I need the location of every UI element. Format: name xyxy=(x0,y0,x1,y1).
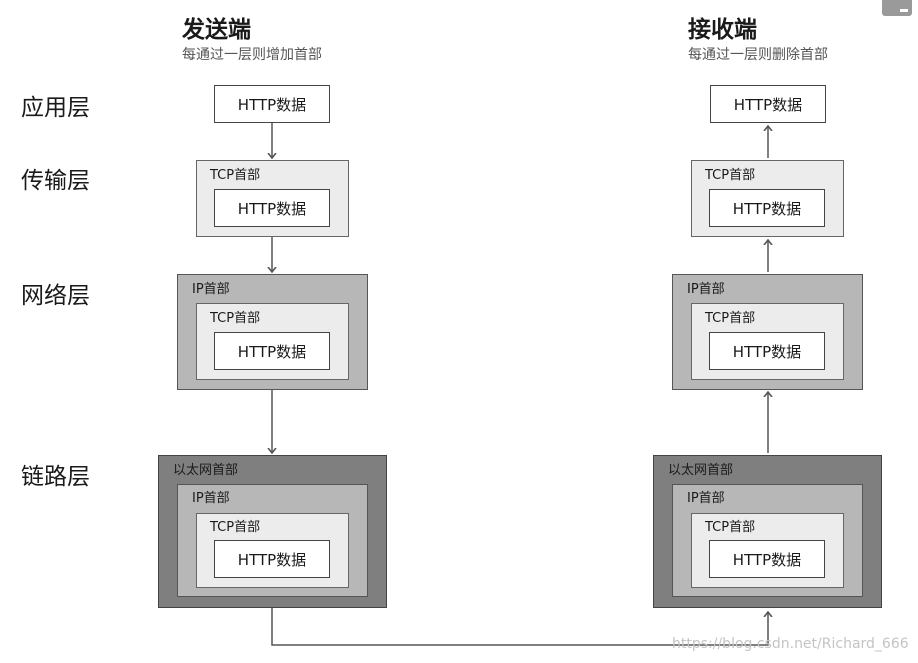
http-data-box: HTTP数据 xyxy=(709,540,825,578)
receiver-app-http-data: HTTP数据 xyxy=(710,85,826,123)
tcp-segment-box: TCP首部 HTTP数据 xyxy=(691,303,844,380)
ip-header-label: IP首部 xyxy=(687,491,725,506)
tcp-header-label: TCP首部 xyxy=(705,168,756,183)
ethernet-header-label: 以太网首部 xyxy=(173,463,239,478)
ip-packet-box: IP首部 TCP首部 HTTP数据 xyxy=(672,484,863,597)
ip-header-label: IP首部 xyxy=(687,282,725,297)
tcp-header-label: TCP首部 xyxy=(210,311,261,326)
http-data-label: HTTP数据 xyxy=(237,199,307,218)
sender-title: 发送端 xyxy=(182,17,251,43)
sender-link-frame: 以太网首部 IP首部 TCP首部 HTTP数据 xyxy=(158,455,387,608)
http-data-label: HTTP数据 xyxy=(732,199,802,218)
http-data-label: HTTP数据 xyxy=(733,95,803,114)
layer-label-link: 链路层 xyxy=(21,464,90,490)
layer-label-application: 应用层 xyxy=(21,95,90,121)
ethernet-header-label: 以太网首部 xyxy=(668,463,734,478)
receiver-transport-packet: TCP首部 HTTP数据 xyxy=(691,160,844,237)
http-data-label: HTTP数据 xyxy=(237,342,307,361)
http-data-label: HTTP数据 xyxy=(732,342,802,361)
http-data-box: HTTP数据 xyxy=(214,332,330,370)
http-data-label: HTTP数据 xyxy=(237,95,307,114)
http-data-label: HTTP数据 xyxy=(732,550,802,569)
http-data-label: HTTP数据 xyxy=(237,550,307,569)
receiver-link-frame: 以太网首部 IP首部 TCP首部 HTTP数据 xyxy=(653,455,882,608)
http-data-box: HTTP数据 xyxy=(709,189,825,227)
layer-label-transport: 传输层 xyxy=(21,168,90,194)
tcp-segment-box: TCP首部 HTTP数据 xyxy=(196,303,349,380)
ip-packet-box: IP首部 TCP首部 HTTP数据 xyxy=(177,484,368,597)
tcp-header-label: TCP首部 xyxy=(210,520,261,535)
http-data-box: HTTP数据 xyxy=(709,332,825,370)
receiver-subtitle: 每通过一层则删除首部 xyxy=(688,47,828,63)
tcp-header-label: TCP首部 xyxy=(705,520,756,535)
tcp-segment-box: TCP首部 HTTP数据 xyxy=(196,513,349,588)
ip-header-label: IP首部 xyxy=(192,282,230,297)
watermark: https://blog.csdn.net/Richard_666 xyxy=(672,636,909,652)
ip-header-label: IP首部 xyxy=(192,491,230,506)
sender-network-packet: IP首部 TCP首部 HTTP数据 xyxy=(177,274,368,390)
sender-transport-packet: TCP首部 HTTP数据 xyxy=(196,160,349,237)
sender-subtitle: 每通过一层则增加首部 xyxy=(182,47,322,63)
http-data-box: HTTP数据 xyxy=(214,540,330,578)
receiver-title: 接收端 xyxy=(688,17,757,43)
tcp-header-label: TCP首部 xyxy=(210,168,261,183)
layer-label-network: 网络层 xyxy=(21,283,90,309)
tcp-header-label: TCP首部 xyxy=(705,311,756,326)
receiver-network-packet: IP首部 TCP首部 HTTP数据 xyxy=(672,274,863,390)
physical-connector xyxy=(271,608,768,646)
tcp-segment-box: TCP首部 HTTP数据 xyxy=(691,513,844,588)
http-data-box: HTTP数据 xyxy=(214,189,330,227)
sender-app-http-data: HTTP数据 xyxy=(214,85,330,123)
comment-icon[interactable] xyxy=(882,0,912,16)
